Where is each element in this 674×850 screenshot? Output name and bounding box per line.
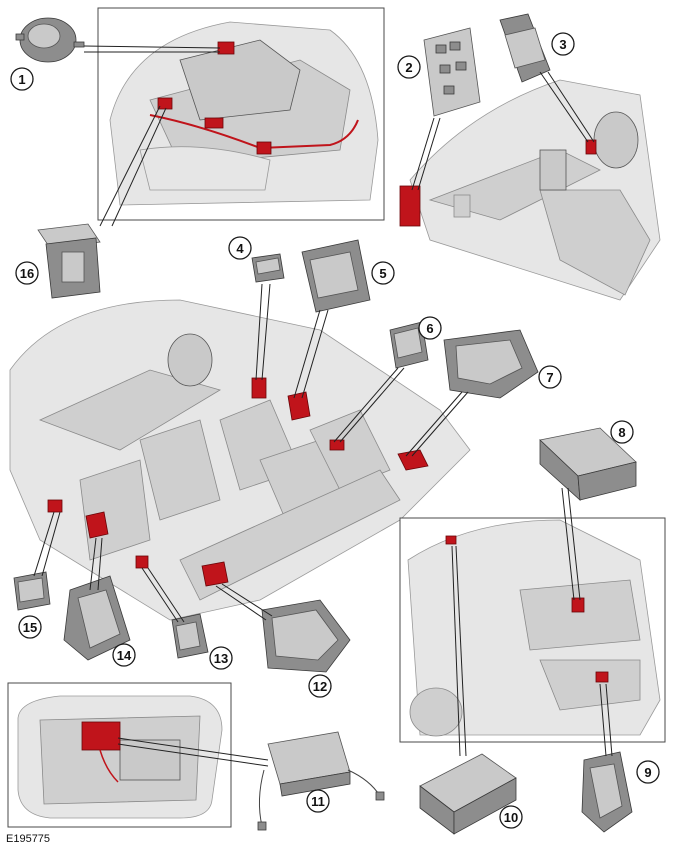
part-8-module [539,427,637,501]
callout-1: 1 [10,67,34,91]
callout-12-label: 12 [313,679,327,694]
callout-12: 12 [308,674,332,698]
callout-6: 6 [418,316,442,340]
callout-8-label: 8 [618,425,625,440]
callout-13-label: 13 [214,651,228,666]
callout-3: 3 [551,32,575,56]
part-16-module [37,223,101,299]
callout-16: 16 [15,261,39,285]
callout-13: 13 [209,646,233,670]
part-13-module [171,613,209,659]
callout-10-label: 10 [504,810,518,825]
part-12-junction-box [261,599,351,673]
engine-bay-inset [97,7,385,221]
rear-vehicle-inset [399,517,666,743]
callout-14: 14 [112,643,136,667]
part-11-module [257,731,385,831]
callout-7: 7 [538,365,562,389]
callout-9-label: 9 [644,765,651,780]
roof-console-inset [7,682,232,828]
figure-id-label: E195775 [6,833,50,845]
callout-15-label: 15 [23,620,37,635]
part-14-junction-box [63,575,131,661]
part-7-junction-box [443,329,539,399]
part-2-module [423,27,481,117]
cabin-interior-view [9,299,471,621]
callout-2: 2 [397,55,421,79]
part-4-module [251,253,285,283]
callout-11: 11 [306,789,330,813]
callout-4-label: 4 [236,241,244,256]
callout-9: 9 [636,760,660,784]
callout-8: 8 [610,420,634,444]
part-3-module [499,13,551,83]
callout-11-label: 11 [311,794,325,809]
part-5-junction-box [301,239,371,313]
part-6-module [389,321,429,369]
part-1-sounder [15,17,85,63]
callout-3-label: 3 [559,37,566,52]
callout-16-label: 16 [20,266,34,281]
callout-4: 4 [228,236,252,260]
leader-lines [33,45,613,767]
dashboard-view [399,79,661,301]
callout-2-label: 2 [405,60,412,75]
part-9-latch [581,751,633,833]
callout-5: 5 [371,261,395,285]
part-10-module [419,753,517,835]
callout-10: 10 [499,805,523,829]
callout-5-label: 5 [379,266,386,281]
callout-14-label: 14 [117,648,132,663]
callout-15: 15 [18,615,42,639]
part-15-module [13,571,51,611]
callout-7-label: 7 [546,370,553,385]
callout-1-label: 1 [18,72,25,87]
callout-6-label: 6 [426,321,433,336]
